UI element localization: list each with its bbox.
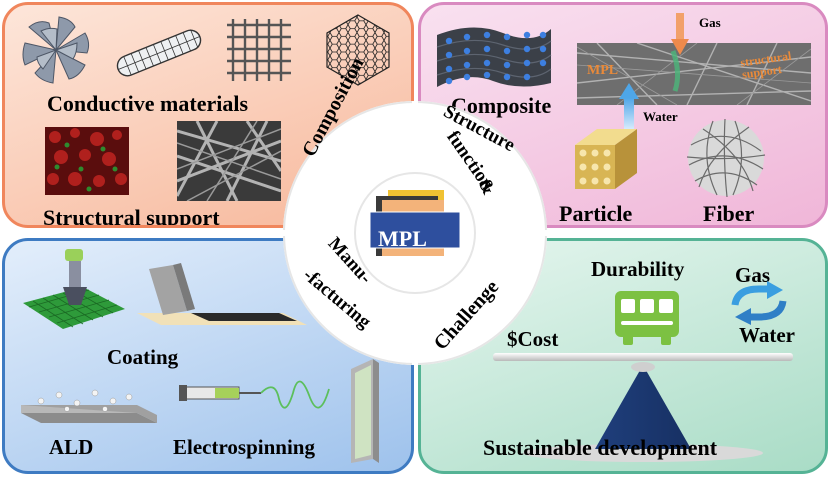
mpl-inset-label: MPL xyxy=(587,63,619,78)
mpl-badge-label: MPL xyxy=(378,226,427,251)
gas-down-arrow-icon xyxy=(671,13,689,57)
graphene-sheet-image xyxy=(321,13,395,87)
polymer-foam-image xyxy=(41,123,133,199)
water-label: Water xyxy=(643,109,678,124)
mpl-battery-icon xyxy=(366,190,464,260)
structural-support-label: Structural support xyxy=(43,205,220,228)
fiber-label: Fiber xyxy=(703,201,755,226)
water-up-arrow-icon xyxy=(619,83,639,133)
sustainable-development-label: Sustainable development xyxy=(483,435,718,460)
graphene-flower-image xyxy=(19,13,93,87)
mpl-cross-section-image xyxy=(577,43,811,105)
particle-cube-image xyxy=(569,123,643,195)
cost-label: $Cost xyxy=(507,327,559,351)
particle-label: Particle xyxy=(559,201,633,226)
fiber-paper-sem-image xyxy=(177,121,281,201)
ald-label: ALD xyxy=(49,435,94,459)
durability-label: Durability xyxy=(591,257,685,281)
metal-mesh-image xyxy=(225,13,295,85)
gas-label-challenge: Gas xyxy=(735,263,771,287)
manufacturing-panel: Coating ALD Electrospinning xyxy=(2,238,414,474)
conductive-materials-label: Conductive materials xyxy=(47,91,249,116)
water-label-challenge: Water xyxy=(739,323,795,347)
blade-coating-image xyxy=(133,259,311,329)
fiber-ball-image xyxy=(683,115,769,201)
bus-icon xyxy=(613,289,681,347)
composition-panel: Conductive materials Struct xyxy=(2,2,414,228)
exchange-arrows-icon xyxy=(729,281,789,325)
balance-scale-image xyxy=(491,353,795,463)
composite-layer-image xyxy=(433,17,555,97)
electrospinning-setup-image xyxy=(179,359,405,463)
spray-coating-image xyxy=(19,247,129,339)
carbon-nanotube-image xyxy=(109,29,209,77)
gas-label: Gas xyxy=(699,15,721,30)
electrospinning-label: Electrospinning xyxy=(173,435,315,459)
coating-label: Coating xyxy=(107,345,179,369)
ald-substrate-image xyxy=(19,383,159,425)
